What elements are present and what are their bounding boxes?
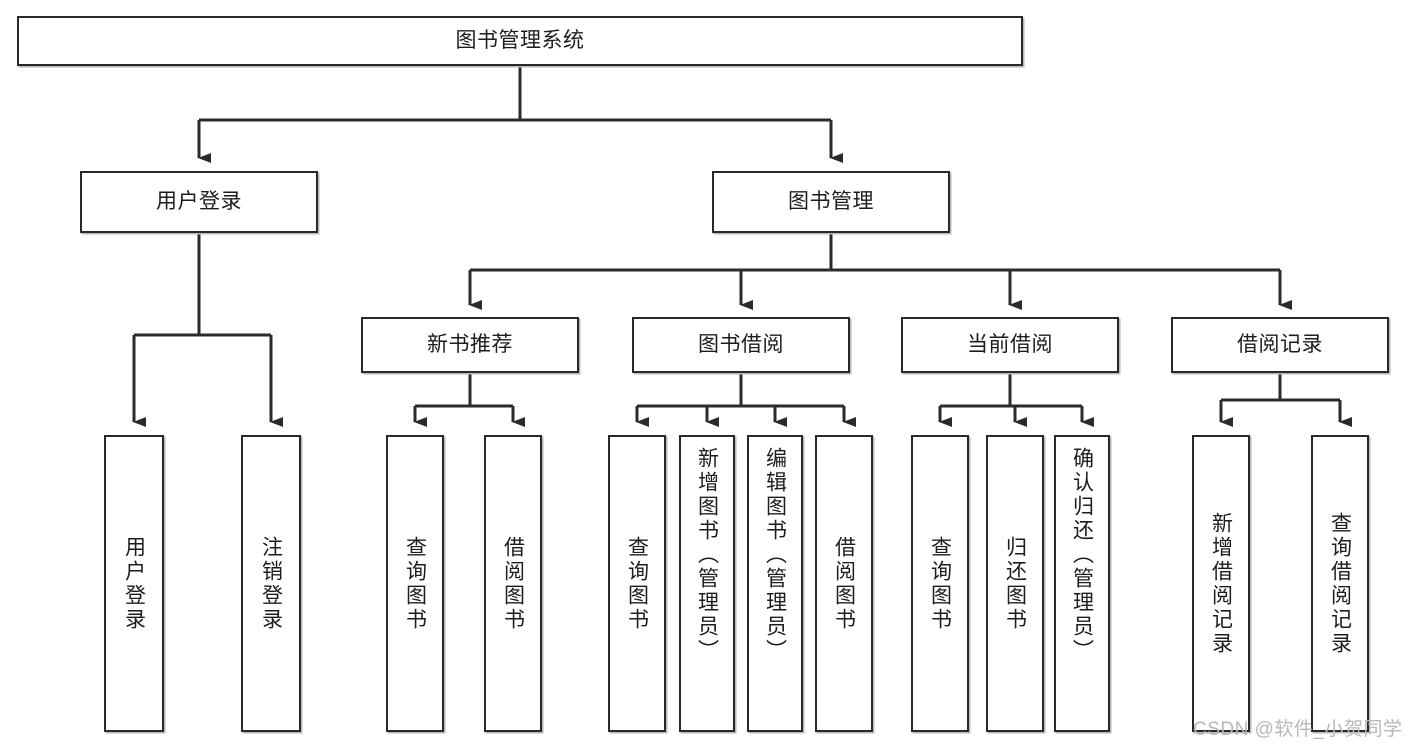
node-leaf-add-record[interactable]: 新增借阅记录 — [1192, 435, 1250, 732]
node-leaf-confirm-return-label: 确认归还（管理员） — [1070, 447, 1094, 663]
node-leaf-query-book-1[interactable]: 查询图书 — [386, 435, 444, 732]
node-leaf-borrow-book-1-label: 借阅图书 — [501, 535, 525, 632]
node-leaf-query-record[interactable]: 查询借阅记录 — [1311, 435, 1369, 732]
node-book-borrow[interactable]: 图书借阅 — [632, 317, 850, 373]
node-leaf-add-record-label: 新增借阅记录 — [1209, 511, 1233, 656]
node-leaf-logout[interactable]: 注销登录 — [241, 435, 301, 732]
node-leaf-query-book-2[interactable]: 查询图书 — [608, 435, 666, 732]
node-book-manage-label: 图书管理 — [788, 189, 874, 213]
node-book-manage[interactable]: 图书管理 — [712, 171, 950, 233]
node-leaf-query-book-1-label: 查询图书 — [403, 535, 427, 632]
node-root-label: 图书管理系统 — [455, 28, 585, 52]
node-current-borrow[interactable]: 当前借阅 — [901, 317, 1119, 373]
node-leaf-return-book[interactable]: 归还图书 — [986, 435, 1044, 732]
node-leaf-edit-book-label: 编辑图书（管理员） — [763, 447, 787, 663]
node-leaf-logout-label: 注销登录 — [259, 535, 283, 632]
node-leaf-edit-book[interactable]: 编辑图书（管理员） — [747, 435, 803, 732]
node-leaf-confirm-return[interactable]: 确认归还（管理员） — [1054, 435, 1110, 732]
node-leaf-add-book-label: 新增图书（管理员） — [695, 447, 719, 663]
node-leaf-return-book-label: 归还图书 — [1003, 535, 1027, 632]
node-leaf-borrow-book-1[interactable]: 借阅图书 — [484, 435, 542, 732]
node-leaf-query-book-2-label: 查询图书 — [625, 535, 649, 632]
node-leaf-borrow-book-2-label: 借阅图书 — [832, 535, 856, 632]
node-leaf-user-login-label: 用户登录 — [122, 535, 146, 632]
node-new-book-recommend-label: 新书推荐 — [427, 332, 513, 356]
node-leaf-query-book-3-label: 查询图书 — [928, 535, 952, 632]
node-leaf-borrow-book-2[interactable]: 借阅图书 — [815, 435, 873, 732]
node-root[interactable]: 图书管理系统 — [17, 16, 1023, 66]
node-user-login[interactable]: 用户登录 — [80, 171, 318, 233]
node-leaf-query-record-label: 查询借阅记录 — [1328, 511, 1352, 656]
node-book-borrow-label: 图书借阅 — [698, 332, 784, 356]
node-new-book-recommend[interactable]: 新书推荐 — [361, 317, 579, 373]
node-leaf-user-login[interactable]: 用户登录 — [104, 435, 164, 732]
node-leaf-add-book[interactable]: 新增图书（管理员） — [679, 435, 735, 732]
node-user-login-label: 用户登录 — [156, 189, 242, 213]
node-borrow-record[interactable]: 借阅记录 — [1171, 317, 1389, 373]
node-borrow-record-label: 借阅记录 — [1237, 332, 1323, 356]
node-current-borrow-label: 当前借阅 — [967, 332, 1053, 356]
node-leaf-query-book-3[interactable]: 查询图书 — [911, 435, 969, 732]
